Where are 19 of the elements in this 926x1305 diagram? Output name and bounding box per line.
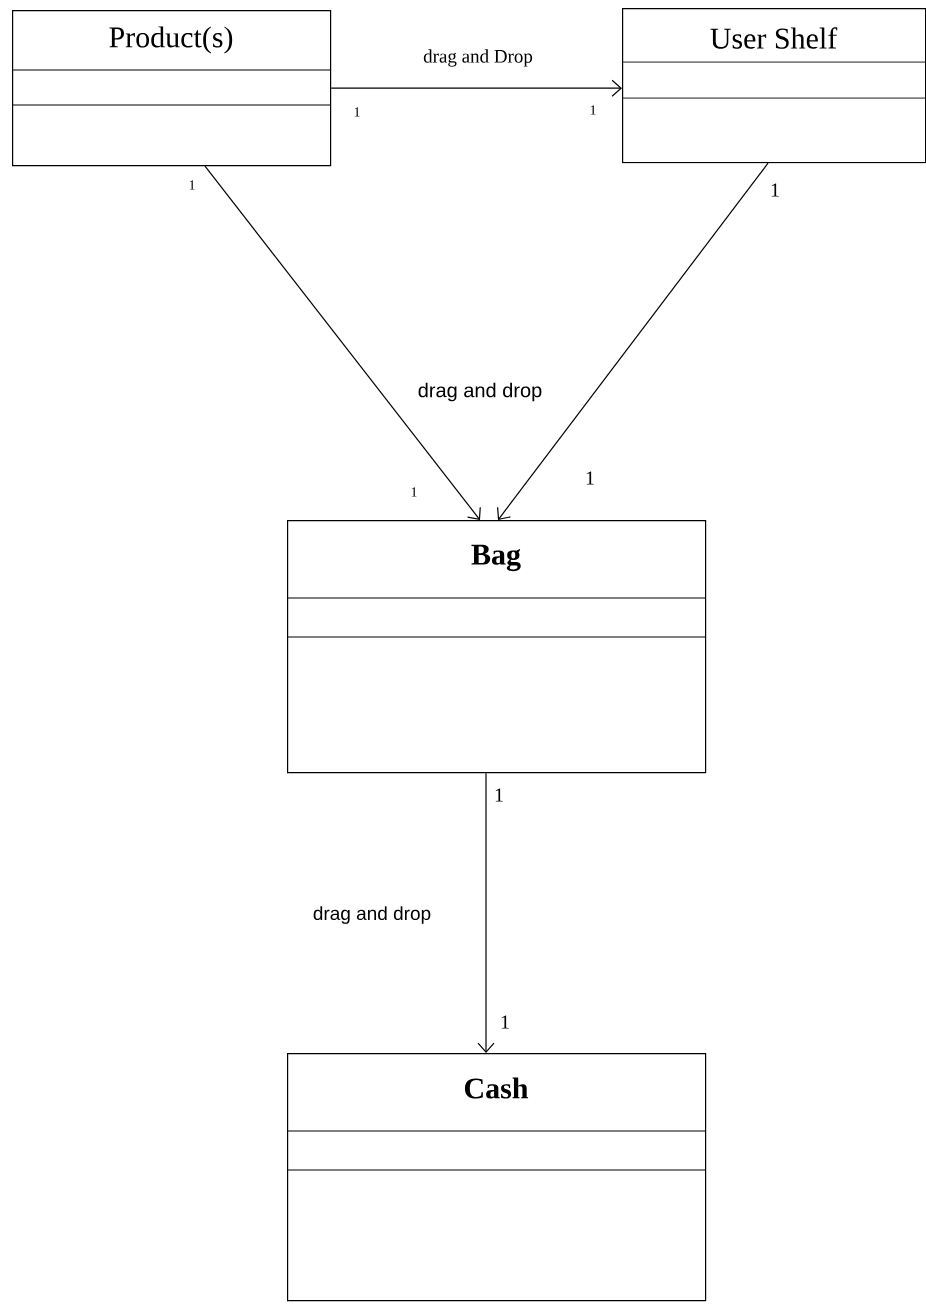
multiplicity-label: 1	[588, 104, 598, 116]
multiplicity-label: 1	[352, 106, 362, 118]
class-box: Product(s)	[11, 10, 332, 167]
multiplicity-label: 1	[493, 787, 505, 803]
class-box: Bag	[286, 520, 707, 774]
multiplicity-label: 1	[187, 179, 197, 191]
arrow	[497, 162, 769, 520]
edge-label: drag and Drop	[422, 48, 534, 68]
multiplicity-label: 1	[584, 470, 596, 486]
multiplicity-label: 1	[499, 1014, 511, 1030]
arrow	[330, 79, 622, 97]
arrow	[477, 772, 495, 1053]
arrow	[204, 165, 481, 520]
multiplicity-label: 1	[409, 486, 419, 498]
class-box: User Shelf	[621, 8, 926, 164]
note-text: drag and drop	[416, 381, 544, 403]
edge-label: drag and drop	[311, 905, 433, 925]
class-box: Cash	[286, 1053, 707, 1302]
multiplicity-label: 1	[769, 182, 781, 198]
